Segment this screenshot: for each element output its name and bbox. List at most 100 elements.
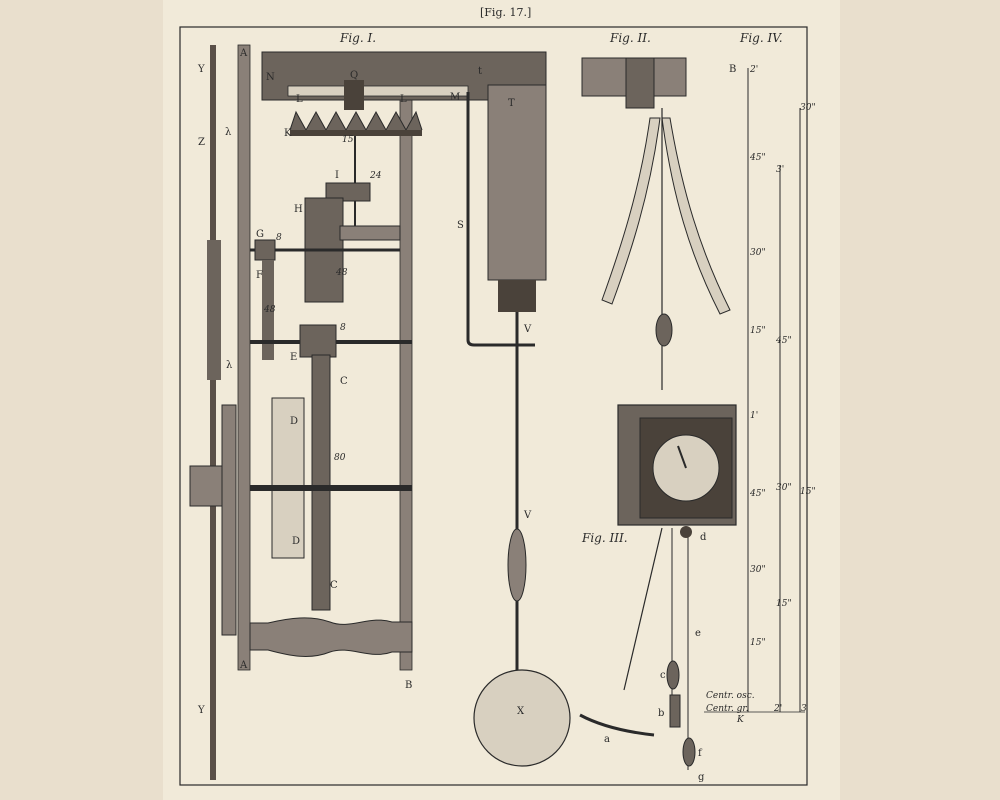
fig2-cheeks xyxy=(581,57,731,390)
weight-T xyxy=(487,84,547,281)
label-b: b xyxy=(658,708,664,719)
fig3-clock xyxy=(579,404,737,770)
label-A-top: A xyxy=(239,48,248,59)
foot-a xyxy=(579,713,655,737)
clock-hand xyxy=(677,445,687,469)
crutch-S xyxy=(466,92,535,347)
label-L2: L xyxy=(400,94,407,105)
scale-col3-top: 30" xyxy=(800,103,816,113)
label-V2: V xyxy=(523,510,532,521)
label-lambda1: λ xyxy=(225,127,232,138)
scale-centr-osc: Centr. osc. xyxy=(706,691,755,701)
label-A-bot: A xyxy=(239,660,248,671)
scale-col1-t0: 45" xyxy=(749,153,766,163)
label-d: d xyxy=(700,532,707,543)
scale-col1-t4: 45" xyxy=(749,489,766,499)
scale-col2-t2: 30" xyxy=(776,483,792,493)
scale-col1-t2: 15" xyxy=(750,326,766,336)
wheel-F xyxy=(262,260,274,360)
knob-d xyxy=(680,526,692,538)
label-C2: C xyxy=(330,580,338,591)
wheel-C xyxy=(311,354,331,611)
fig2-clamp xyxy=(625,57,655,109)
label-80: 80 xyxy=(334,453,346,463)
label-c: c xyxy=(660,670,666,681)
label-lambda2: λ xyxy=(226,360,233,371)
label-15: 15 xyxy=(342,135,354,145)
scale-col1-t5: 30" xyxy=(750,565,766,575)
plate-B xyxy=(399,69,413,671)
fig4-title: Fig. IV. xyxy=(739,31,783,45)
label-D2: D xyxy=(292,536,300,547)
scale-col3-mid: 15" xyxy=(800,487,816,497)
label-L1: L xyxy=(296,94,303,105)
suspension-nut xyxy=(498,280,536,312)
label-Y-top: Y xyxy=(197,64,205,75)
label-D1: D xyxy=(290,416,298,427)
figure-header: [Fig. 17.] xyxy=(480,6,531,19)
pinion-E xyxy=(299,324,337,358)
label-S: S xyxy=(457,220,464,231)
label-C1: C xyxy=(340,376,348,387)
pinion-top xyxy=(339,225,401,241)
label-E: E xyxy=(290,352,297,363)
scale-col2-t0: 3' xyxy=(776,165,784,175)
barrel-D xyxy=(271,397,305,559)
cord-weight xyxy=(655,313,673,347)
label-T: T xyxy=(508,98,515,109)
label-X: X xyxy=(517,706,525,717)
label-N: N xyxy=(266,72,275,83)
scale-col1-t6: 15" xyxy=(750,638,766,648)
label-G: G xyxy=(256,229,264,240)
label-I: I xyxy=(335,170,339,181)
label-e: e xyxy=(695,628,701,639)
label-8a: 8 xyxy=(276,233,282,243)
fig1-movement xyxy=(189,44,547,780)
crown-wheel xyxy=(289,110,423,132)
plate-A xyxy=(237,44,251,671)
verge-block xyxy=(344,80,364,110)
label-48a: 48 xyxy=(335,268,348,278)
label-Y-bot: Y xyxy=(197,705,205,716)
scale-col1-unit: 2' xyxy=(749,65,758,75)
label-g: g xyxy=(698,772,705,783)
label-24: 24 xyxy=(369,171,382,181)
label-M: M xyxy=(450,92,460,103)
label-f: f xyxy=(698,748,703,759)
scale-col3-bottom: 3 xyxy=(801,704,807,714)
fig3-title: Fig. III. xyxy=(581,531,628,545)
label-Q: Q xyxy=(350,70,358,81)
scale-col1-t1: 30" xyxy=(750,248,766,258)
label-t: t xyxy=(478,66,482,77)
weight-f xyxy=(682,737,696,767)
pinion-G xyxy=(254,239,276,261)
label-Z: Z xyxy=(198,137,205,148)
label-V1: V xyxy=(523,324,532,335)
plate-border xyxy=(179,26,808,786)
scale-col1-top: B xyxy=(729,64,736,75)
rod-Y xyxy=(210,45,216,780)
fig-titles: Fig. I. Fig. II. Fig. III. Fig. IV. xyxy=(339,31,783,545)
cheek-right xyxy=(661,117,731,315)
fig4-scale xyxy=(704,68,805,713)
pallet-bar xyxy=(287,85,469,97)
label-B-bot: B xyxy=(405,680,412,691)
label-K: K xyxy=(284,128,292,139)
motion-work xyxy=(221,404,237,636)
pillar xyxy=(249,617,413,657)
label-a: a xyxy=(604,734,610,745)
label-F: F xyxy=(256,270,263,281)
scale-centr-gr: Centr. gr. xyxy=(706,704,749,714)
pendulum xyxy=(466,92,571,767)
wheel-I xyxy=(325,182,371,202)
crown-wheel-rim xyxy=(290,130,422,136)
scale-k: K xyxy=(736,715,745,725)
weight-c xyxy=(666,660,680,690)
label-8b: 8 xyxy=(340,323,346,333)
dial-edge xyxy=(207,240,221,380)
scale-labels: B 2' 45" 30" 15" 1' 45" 30" 15" 3' 45" 3… xyxy=(706,64,816,725)
scale-col2-bottom: 2' xyxy=(773,704,782,714)
support-leg xyxy=(623,527,663,691)
